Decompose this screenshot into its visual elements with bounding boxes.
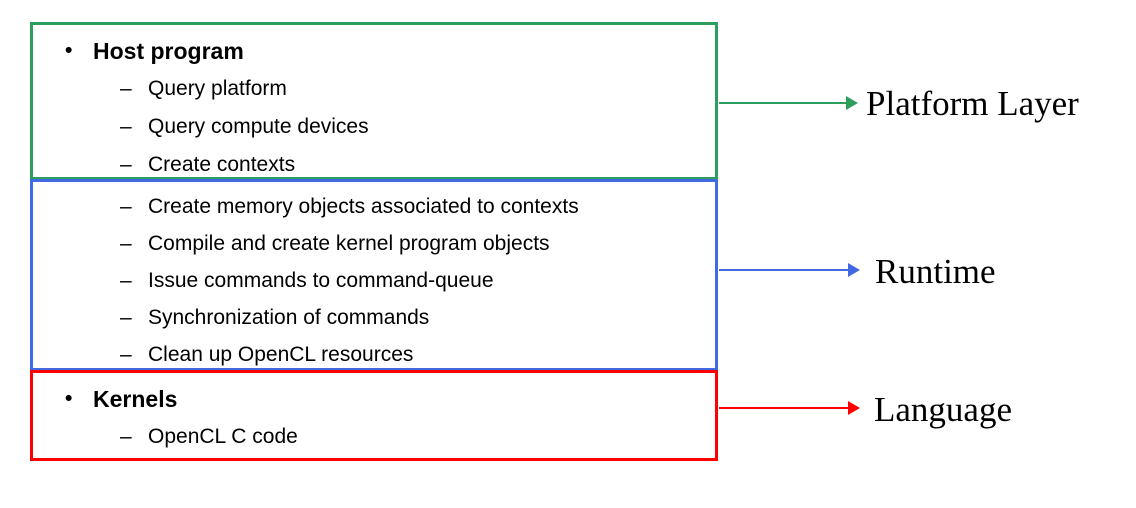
query-platform-label: Query platform [148,77,287,100]
host-program-item: • Host program [65,32,715,70]
runtime-arrow-line [719,268,849,271]
language-box: • Kernels – OpenCL C code [30,370,718,461]
clean-up-resources-item: – Clean up OpenCL resources [120,336,715,373]
dash-marker: – [120,425,132,448]
opencl-c-code-item: – OpenCL C code [120,418,715,456]
runtime-arrowhead-icon [848,263,860,277]
kernels-item: • Kernels [65,380,715,418]
platform-layer-box: • Host program – Query platform – Query … [30,22,718,180]
dash-marker: – [120,305,132,329]
create-memory-objects-item: – Create memory objects associated to co… [120,188,715,225]
runtime-box: – Create memory objects associated to co… [30,179,718,371]
runtime-arrow [719,263,860,277]
language-arrowhead-icon [848,401,860,415]
query-compute-devices-label: Query compute devices [148,115,369,138]
compile-kernel-program-label: Compile and create kernel program object… [148,231,550,255]
create-contexts-item: – Create contexts [120,146,715,184]
language-label: Language [874,390,1012,429]
language-arrow [719,401,860,415]
runtime-label: Runtime [875,252,996,291]
create-contexts-label: Create contexts [148,153,296,176]
dash-marker: – [120,115,132,138]
query-platform-item: – Query platform [120,70,715,108]
dash-marker: – [120,231,132,255]
platform-arrow [719,96,858,110]
bullet-marker: • [65,39,73,62]
bullet-marker: • [65,387,73,410]
dash-marker: – [120,268,132,292]
compile-kernel-program-item: – Compile and create kernel program obje… [120,225,715,262]
platform-layer-label: Platform Layer [866,84,1079,123]
kernels-label: Kernels [93,385,178,412]
query-compute-devices-item: – Query compute devices [120,108,715,146]
synchronization-label: Synchronization of commands [148,305,430,329]
dash-marker: – [120,153,132,176]
clean-up-resources-label: Clean up OpenCL resources [148,342,414,366]
issue-commands-item: – Issue commands to command-queue [120,262,715,299]
dash-marker: – [120,342,132,366]
dash-marker: – [120,77,132,100]
platform-arrow-line [719,101,847,104]
language-arrow-line [719,406,849,409]
host-program-label: Host program [93,37,244,64]
platform-arrowhead-icon [846,96,858,110]
dash-marker: – [120,194,132,218]
issue-commands-label: Issue commands to command-queue [148,268,494,292]
opencl-c-code-label: OpenCL C code [148,425,298,448]
synchronization-item: – Synchronization of commands [120,299,715,336]
create-memory-objects-label: Create memory objects associated to cont… [148,194,579,218]
